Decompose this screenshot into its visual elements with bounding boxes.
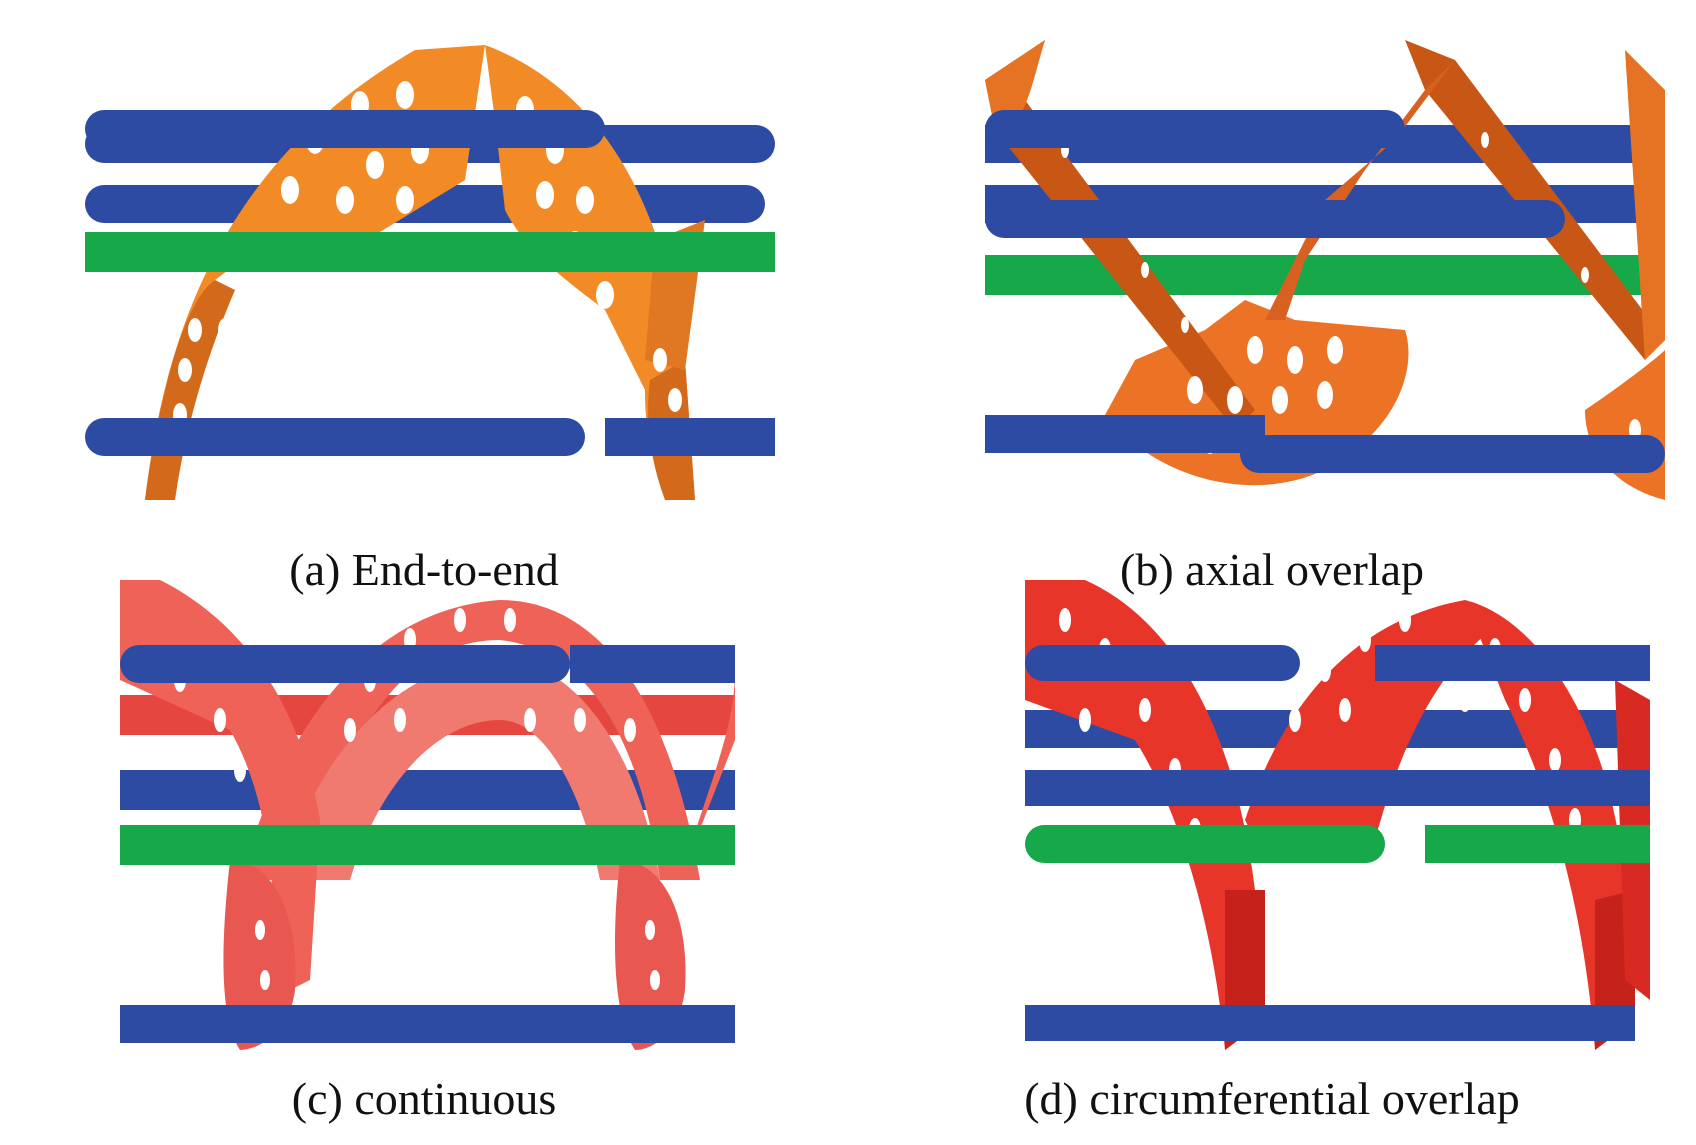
- panel-d-illustration: [1025, 580, 1650, 1050]
- panel-a: [85, 30, 775, 525]
- panel-c: [120, 580, 740, 1060]
- panel-b: [985, 30, 1665, 525]
- panel-a-illustration: [85, 45, 775, 500]
- caption-a: (a) End-to-end: [289, 544, 559, 595]
- caption-b: (b) axial overlap: [1120, 544, 1424, 595]
- panel-b-illustration: [985, 40, 1665, 500]
- caption-d: (d) circumferential overlap: [1024, 1073, 1520, 1124]
- panel-c-illustration: [120, 580, 735, 1050]
- panel-d: [1025, 580, 1650, 1065]
- caption-c: (c) continuous: [291, 1073, 557, 1124]
